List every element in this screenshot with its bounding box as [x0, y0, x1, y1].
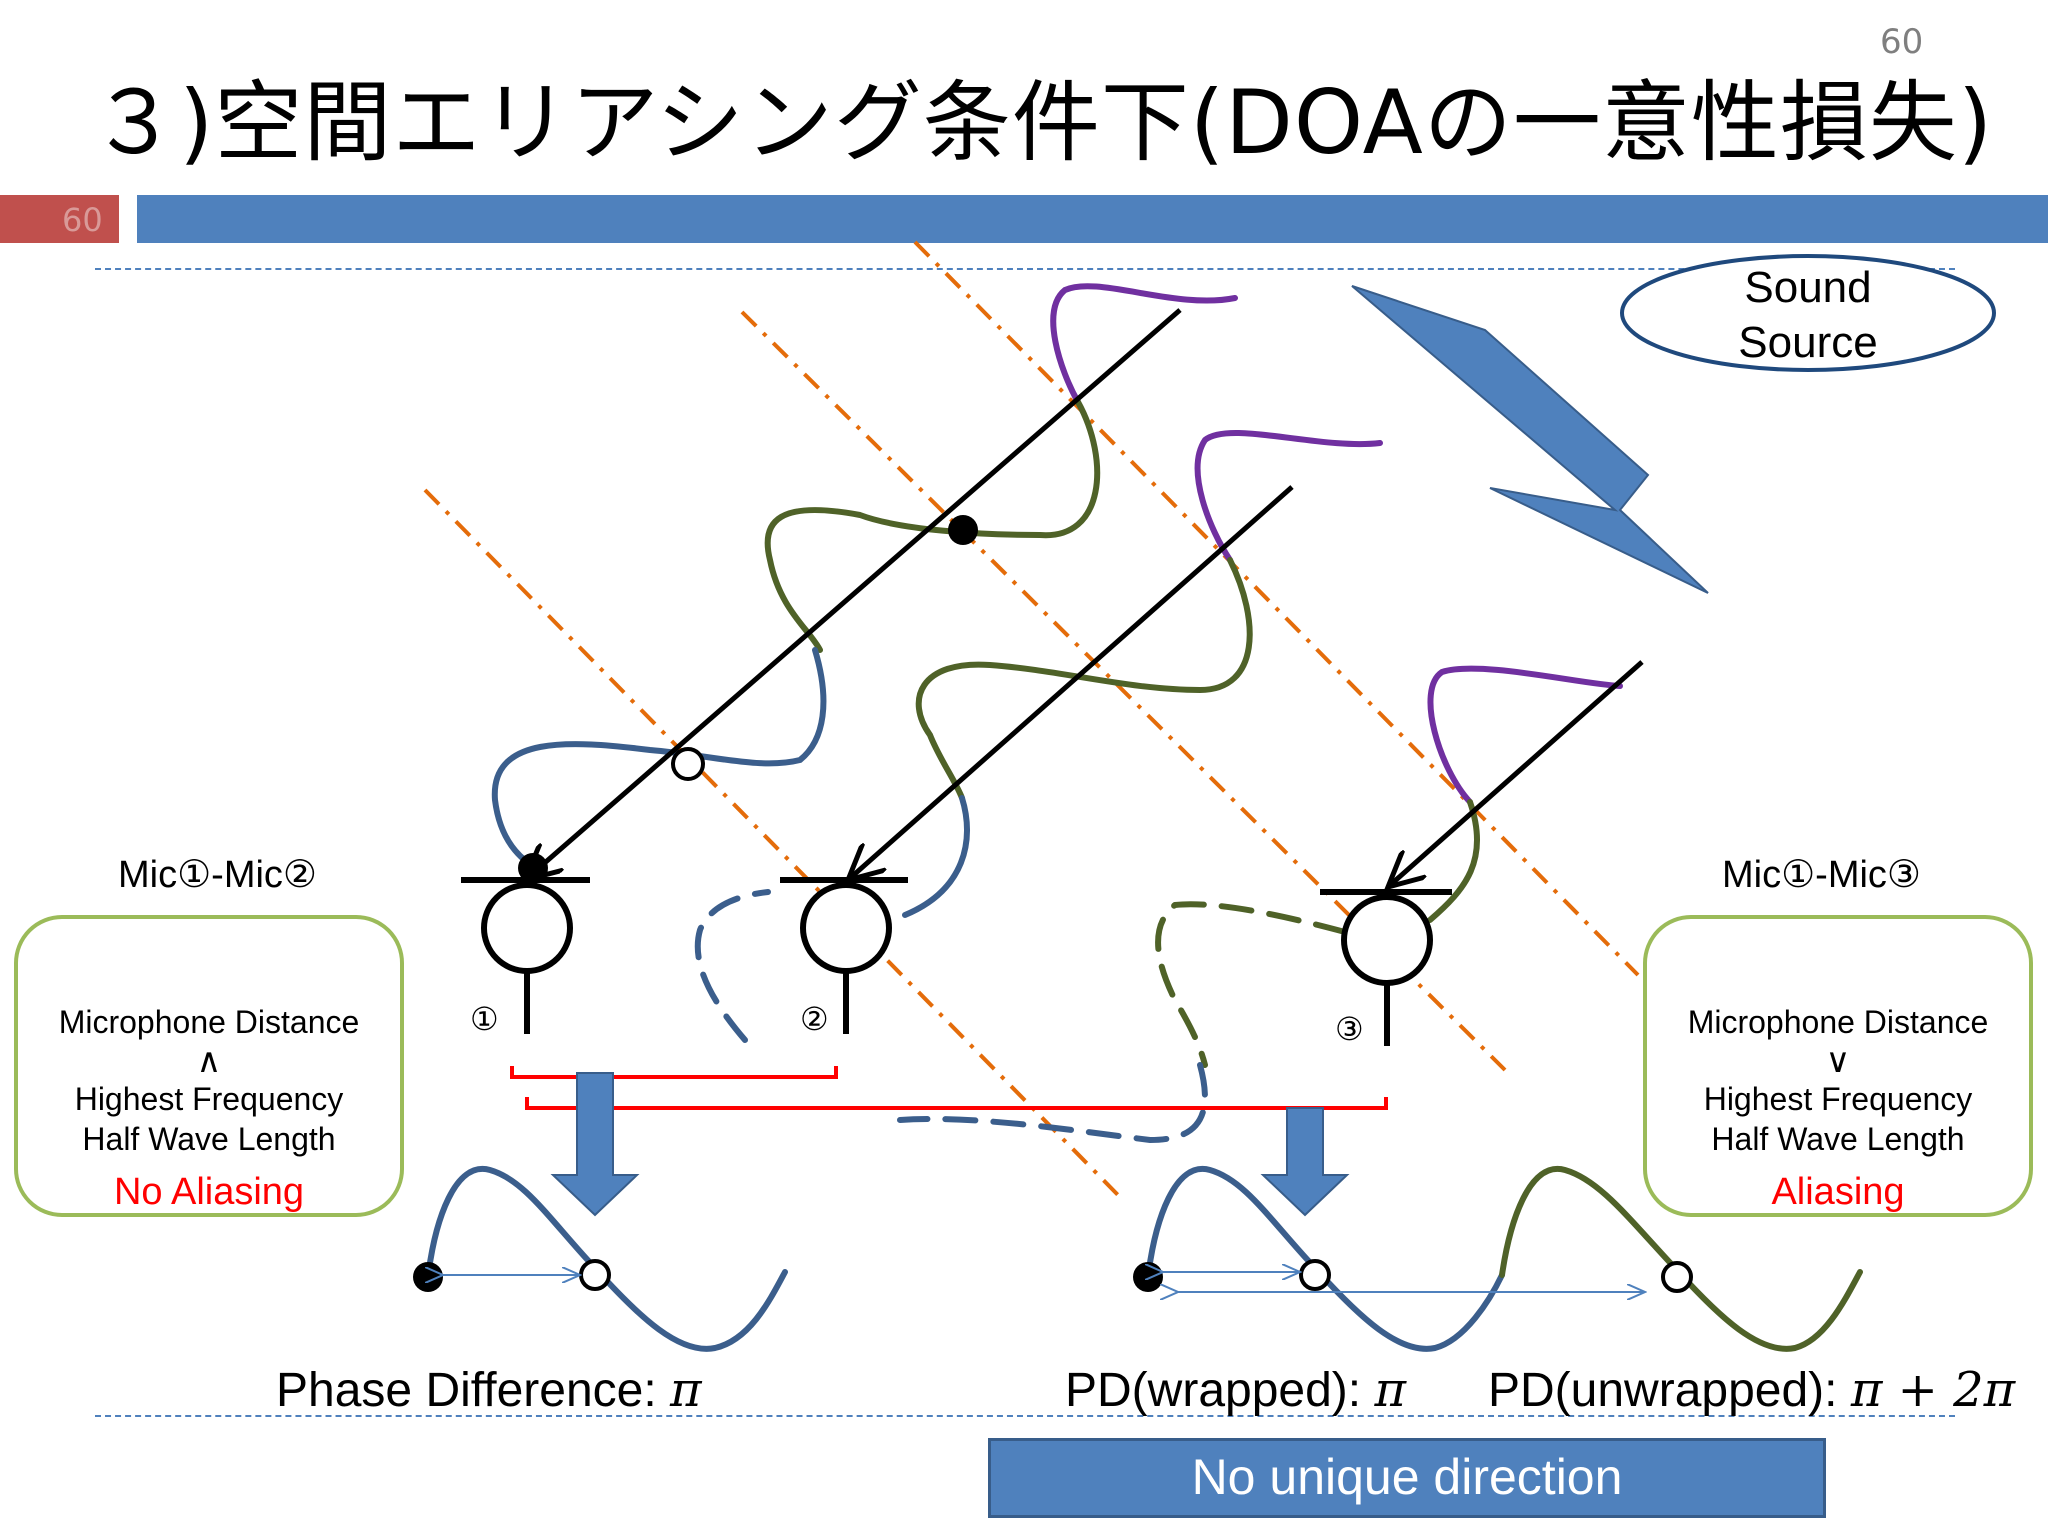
- no-unique-direction-box: No unique direction: [988, 1438, 1826, 1518]
- right-box-line3: Half Wave Length: [1711, 1121, 1965, 1157]
- page-number: 60: [1880, 22, 1924, 62]
- header-red-bar: 60: [0, 195, 119, 243]
- phase-marker-open-right-2: [1661, 1261, 1693, 1293]
- pd-unwrapped-label: PD(unwrapped): π + 2π: [1488, 1362, 2015, 1418]
- bottom-dashed-divider: [95, 1415, 1955, 1417]
- phase-difference-text: Phase Difference:: [276, 1364, 671, 1417]
- wave-segment-blue: [902, 795, 970, 918]
- aliasing-condition-box: Microphone Distance ∨ Highest Frequency …: [1643, 915, 2033, 1217]
- wave-segment-blue: [491, 647, 827, 873]
- wave-segment-green: [1427, 799, 1481, 923]
- incoming-wave-mic3: [897, 665, 1623, 1144]
- mic3-number: ③: [1335, 1010, 1364, 1048]
- mic3-capsule: [1341, 894, 1433, 986]
- left-box-line2: Highest Frequency: [74, 1081, 344, 1117]
- microphone-1: [461, 877, 590, 1034]
- ray-to-mic1: [525, 308, 1182, 880]
- wavefront-1: [423, 488, 1120, 1197]
- no-aliasing-condition-box: Microphone Distance ∧ Highest Frequency …: [14, 915, 404, 1217]
- pd-wrapped-text: PD(wrapped):: [1065, 1364, 1375, 1417]
- left-box-status: No Aliasing: [113, 1171, 305, 1213]
- mic2-capsule: [800, 882, 892, 974]
- right-box-operator: ∨: [1825, 1042, 1851, 1080]
- wave-segment-green: [764, 399, 1101, 653]
- down-arrow-left: [550, 1072, 640, 1217]
- wave-segment-blue-dashed: [897, 1062, 1208, 1144]
- right-box-status: Aliasing: [1771, 1171, 1905, 1213]
- pd-unwrapped-text: PD(unwrapped):: [1488, 1364, 1851, 1417]
- wave-segment-blue-dashed: [694, 889, 771, 1043]
- mic1-number: ①: [470, 1000, 499, 1038]
- distance-bracket-mic1-mic2: [510, 1066, 838, 1079]
- mic2-number: ②: [800, 1000, 829, 1038]
- phase-difference-value: π: [670, 1362, 702, 1418]
- sound-source-label-line2: Source: [1738, 318, 1877, 367]
- left-box-line3: Half Wave Length: [82, 1121, 336, 1157]
- pd-unwrapped-value: π + 2π: [1850, 1362, 2016, 1418]
- sound-source-ellipse: [1620, 254, 1996, 372]
- left-box-line1: Microphone Distance: [58, 1004, 360, 1040]
- sound-source-direction-arrow: [1351, 285, 1709, 594]
- microphone-2: [780, 877, 908, 1034]
- wavefront-3: [913, 240, 1640, 977]
- microphone-3: [1320, 889, 1452, 1046]
- ray-to-mic2: [848, 485, 1294, 880]
- phase-marker-filled-right: [1133, 1262, 1163, 1292]
- wave-segment-purple: [1427, 665, 1623, 805]
- right-box-line1: Microphone Distance: [1687, 1004, 1989, 1040]
- phase-difference-label: Phase Difference: π: [276, 1362, 702, 1418]
- phase-marker-open-right-1: [1299, 1259, 1331, 1291]
- phase-marker-filled-left: [413, 1262, 443, 1292]
- slide-title: ３)空間エリアシング条件下(DOAの一意性損失): [90, 71, 1994, 174]
- incoming-wave-mic2: [694, 430, 1383, 1043]
- right-box-line2: Highest Frequency: [1703, 1081, 1973, 1117]
- propagation-rays: [525, 308, 1644, 887]
- wave-segment-green: [915, 557, 1253, 801]
- wave-segment-green-dashed: [1155, 901, 1348, 1068]
- incoming-wave-mic1: [491, 283, 1238, 873]
- header-bar-number: 60: [62, 201, 103, 239]
- right-pair-label: Mic①-Mic③: [1722, 854, 1921, 896]
- phase-marker-open-wave: [671, 747, 705, 781]
- header-blue-bar: [137, 195, 2048, 243]
- phase-marker-filled-mic1: [518, 853, 548, 883]
- pd-wrapped-value: π: [1374, 1362, 1406, 1418]
- ray-to-mic3: [1388, 660, 1644, 887]
- down-arrow-right: [1260, 1107, 1350, 1217]
- sound-source-label-line1: Sound: [1744, 263, 1871, 312]
- wave-segment-purple: [1050, 283, 1238, 405]
- phase-marker-open-left: [579, 1259, 611, 1291]
- mic1-capsule: [481, 882, 573, 974]
- left-box-operator: ∧: [196, 1042, 222, 1080]
- phase-marker-filled-wave: [948, 515, 978, 545]
- pd-wrapped-label: PD(wrapped): π: [1065, 1362, 1406, 1418]
- left-pair-label: Mic①-Mic②: [118, 854, 317, 896]
- top-dashed-divider: [95, 268, 1955, 270]
- wave-segment-purple: [1194, 430, 1383, 563]
- distance-bracket-mic1-mic3: [525, 1097, 1388, 1110]
